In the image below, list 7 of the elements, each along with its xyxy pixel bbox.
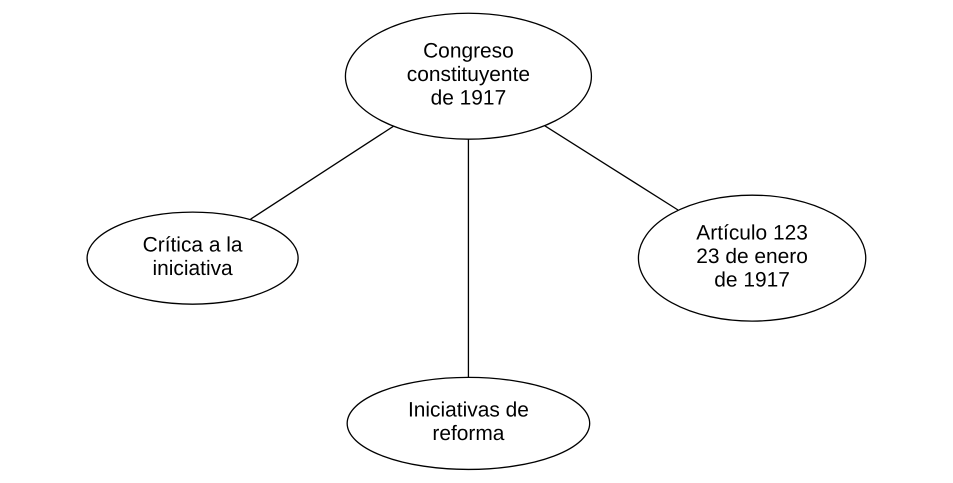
connector bbox=[544, 125, 678, 211]
connector bbox=[468, 139, 470, 377]
node-ellipse: Iniciativas de reforma bbox=[346, 376, 590, 470]
node-ellipse: Artículo 123 23 de enero de 1917 bbox=[638, 194, 866, 322]
node-ellipse: Congreso constituyente de 1917 bbox=[344, 12, 592, 140]
connector bbox=[250, 126, 394, 220]
node-ellipse: Crítica a la iniciativa bbox=[86, 211, 299, 305]
